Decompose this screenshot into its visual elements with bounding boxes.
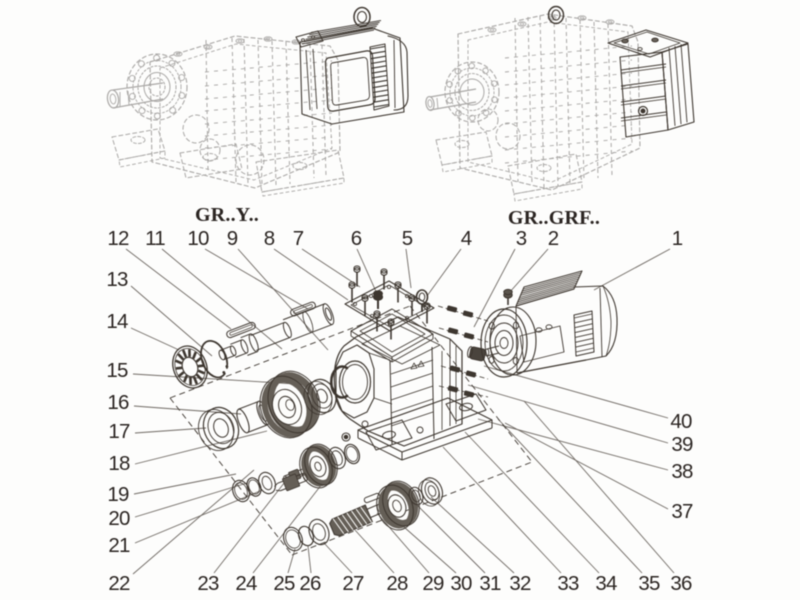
svg-text:33: 33: [557, 572, 579, 595]
svg-text:11: 11: [145, 227, 165, 250]
svg-text:29: 29: [422, 572, 444, 595]
svg-text:27: 27: [342, 572, 364, 595]
svg-text:39: 39: [671, 433, 693, 456]
svg-text:GR..Y..: GR..Y..: [195, 204, 259, 226]
svg-text:3: 3: [516, 227, 527, 250]
svg-text:GR..GRF..: GR..GRF..: [508, 207, 600, 229]
svg-text:13: 13: [106, 268, 128, 291]
svg-text:19: 19: [107, 483, 129, 506]
svg-text:25: 25: [273, 572, 295, 595]
svg-text:17: 17: [108, 420, 130, 443]
svg-text:10: 10: [187, 227, 209, 250]
svg-text:1: 1: [672, 227, 683, 250]
svg-text:26: 26: [299, 572, 321, 595]
svg-text:30: 30: [450, 572, 472, 595]
svg-text:22: 22: [108, 572, 130, 595]
svg-text:9: 9: [227, 227, 238, 250]
svg-text:14: 14: [106, 310, 128, 333]
svg-text:32: 32: [509, 572, 531, 595]
svg-text:24: 24: [235, 572, 257, 595]
svg-text:40: 40: [670, 410, 692, 433]
svg-text:23: 23: [197, 572, 219, 595]
svg-text:20: 20: [108, 507, 130, 530]
svg-text:5: 5: [402, 227, 413, 250]
svg-text:7: 7: [293, 227, 304, 250]
svg-text:34: 34: [595, 572, 617, 595]
svg-text:12: 12: [107, 227, 129, 250]
svg-text:38: 38: [671, 460, 693, 483]
svg-text:6: 6: [351, 227, 362, 250]
svg-text:36: 36: [670, 572, 692, 595]
svg-text:4: 4: [461, 227, 472, 250]
svg-text:18: 18: [108, 452, 130, 475]
svg-text:35: 35: [638, 572, 660, 595]
svg-text:8: 8: [264, 227, 275, 250]
svg-text:21: 21: [108, 534, 130, 557]
svg-text:37: 37: [671, 500, 693, 523]
svg-text:2: 2: [548, 227, 559, 250]
svg-text:15: 15: [106, 359, 128, 382]
svg-text:31: 31: [479, 572, 501, 595]
svg-text:16: 16: [107, 391, 129, 414]
svg-text:28: 28: [386, 572, 408, 595]
